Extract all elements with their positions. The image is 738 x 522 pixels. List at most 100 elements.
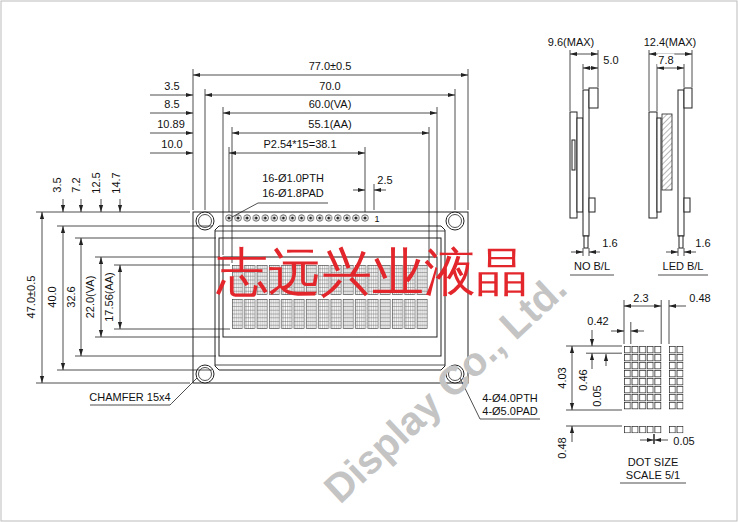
dimension-value: 4.03 xyxy=(556,366,569,389)
drawing-stroke xyxy=(649,50,650,111)
drawing-stroke xyxy=(624,300,625,344)
drawing-stroke xyxy=(669,426,684,433)
dimension-value: 5.0 xyxy=(602,54,619,67)
drawing-stroke xyxy=(446,212,464,230)
drawing-stroke xyxy=(114,329,230,330)
hole-note: 16-Ø1.8PAD xyxy=(261,187,325,200)
drawing-stroke xyxy=(570,50,571,111)
drawing-stroke xyxy=(630,322,631,344)
drawing-stroke xyxy=(36,383,190,384)
drawing-stroke xyxy=(669,346,684,410)
drawing-stroke xyxy=(57,370,212,371)
hole-note: 4-Ø4.0PTH xyxy=(481,392,539,405)
drawing-stroke xyxy=(232,203,328,217)
drawing-stroke xyxy=(36,212,190,213)
drawing-stroke xyxy=(669,300,670,344)
dimension-value: 22.0(VA) xyxy=(84,275,97,320)
drawing-stroke xyxy=(654,434,655,444)
dimension-value: 0.05 xyxy=(672,435,695,448)
top-dimensions xyxy=(150,69,468,263)
drawing-stroke xyxy=(679,236,683,248)
drawing-stroke xyxy=(624,306,661,307)
drawing-stroke xyxy=(572,426,573,442)
dimension-value: 10.0 xyxy=(160,138,183,151)
dimension-value: 1.6 xyxy=(694,237,711,250)
dimension-value: 0.46 xyxy=(577,368,590,391)
chamfer-note: CHAMFER 15x4 xyxy=(88,391,171,404)
dimension-value: 47.0±0.5 xyxy=(25,275,38,320)
drawing-stroke xyxy=(570,275,614,276)
drawing-stroke xyxy=(81,238,82,356)
dimension-value: 7.2 xyxy=(70,176,83,193)
drawing-stroke xyxy=(193,69,194,210)
dimension-value: 9.6(MAX) xyxy=(547,36,595,49)
drawing-stroke xyxy=(75,356,216,357)
drawing-stroke xyxy=(42,212,43,383)
drawing-stroke xyxy=(437,107,438,255)
hole-note: 16-Ø1.0PTH xyxy=(261,172,325,185)
dimension-value: 17.56(AA) xyxy=(103,271,116,323)
dimension-value: 77.0±0.5 xyxy=(308,60,353,73)
drawing-stroke xyxy=(101,257,102,337)
drawing-stroke xyxy=(653,434,654,444)
dimension-value: 10.89 xyxy=(156,118,186,131)
watermark: Display Co., Ltd. xyxy=(317,267,573,510)
drawing-stroke xyxy=(592,353,593,369)
drawing-stroke xyxy=(429,127,430,263)
drawing-stroke xyxy=(692,50,693,87)
drawing-stroke xyxy=(120,265,121,329)
drawing-stroke xyxy=(657,118,661,212)
drawing-stroke xyxy=(229,153,365,154)
drawing-stroke xyxy=(577,118,583,212)
drawing-stroke xyxy=(684,198,690,212)
drawing-stroke xyxy=(566,346,622,347)
dimension-value: 7.8 xyxy=(657,54,674,67)
drawing-stroke xyxy=(684,88,692,108)
drawing-stroke xyxy=(657,68,684,69)
drawing-stroke xyxy=(223,113,437,114)
drawing-stroke xyxy=(620,483,686,484)
drawing-stroke xyxy=(669,306,686,307)
drawing-stroke xyxy=(611,331,624,332)
drawing-stroke xyxy=(572,346,573,410)
dimension-value: 0.48 xyxy=(556,436,569,459)
left-dimensions xyxy=(36,199,230,383)
drawing-stroke xyxy=(589,88,598,108)
drawing-stroke xyxy=(624,426,662,433)
drawing-stroke xyxy=(229,147,230,212)
dimension-value: 2.3 xyxy=(632,292,649,305)
drawing-stroke xyxy=(215,231,445,232)
drawing-stroke xyxy=(586,353,622,354)
drawing-stroke xyxy=(223,107,224,255)
drawing-stroke xyxy=(199,368,212,381)
dimension-value: 0.48 xyxy=(688,292,711,305)
drawing-stroke xyxy=(193,75,468,76)
drawing-stroke xyxy=(232,127,233,263)
drawing-stroke xyxy=(592,330,593,346)
drawing-stroke xyxy=(684,252,696,253)
drawing-stroke xyxy=(583,90,589,236)
dimension-value: 2.5 xyxy=(376,174,393,187)
drawing-stroke xyxy=(658,275,708,276)
dimension-value: 8.5 xyxy=(163,98,180,111)
drawing-stroke xyxy=(120,199,121,212)
dimension-value: 32.6 xyxy=(65,285,78,308)
drawing-stroke xyxy=(449,215,462,228)
dimension-value: 70.0 xyxy=(318,80,341,93)
drawing-stroke xyxy=(468,69,469,210)
dimension-value: 14.7 xyxy=(110,171,123,194)
drawing-stroke xyxy=(196,212,214,230)
view-label: NO B/L xyxy=(573,260,611,273)
scale-note: SCALE 5/1 xyxy=(625,469,681,482)
drawing-stroke xyxy=(365,147,366,212)
drawing-stroke xyxy=(598,50,599,87)
drawing-stroke xyxy=(150,153,193,154)
watermark: 志远兴业液晶 xyxy=(216,246,528,298)
drawing-stroke xyxy=(205,95,455,96)
drawing-stroke xyxy=(624,346,662,410)
dimension-value: 40.0 xyxy=(46,285,59,308)
drawing-stroke xyxy=(631,331,644,332)
